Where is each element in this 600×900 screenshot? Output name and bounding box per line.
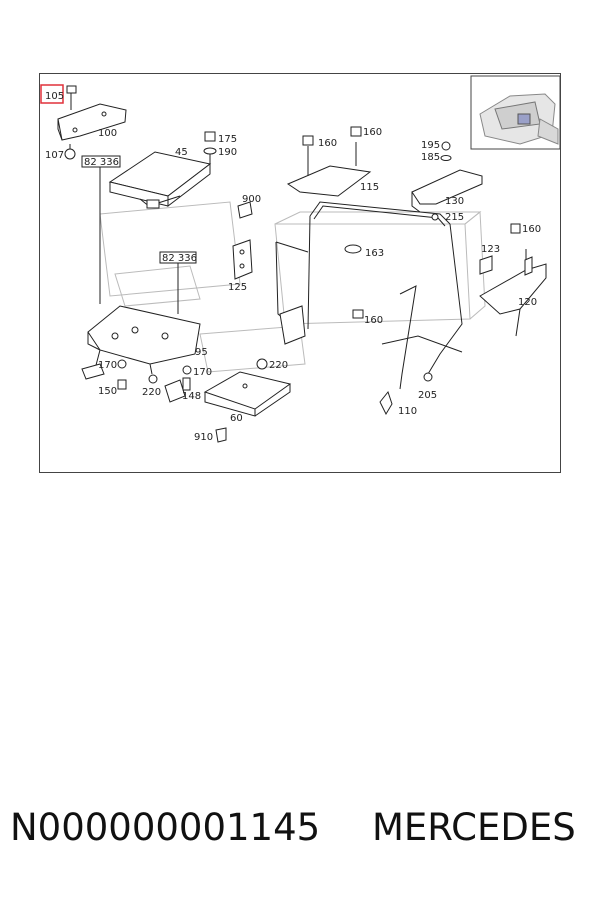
washer-185 xyxy=(440,155,452,161)
callout-120: 120 xyxy=(518,297,537,308)
nut-107 xyxy=(64,144,76,160)
callout-900: 900 xyxy=(242,194,261,205)
battery-tray-95 xyxy=(81,305,201,403)
callout-110: 110 xyxy=(398,406,417,417)
screw-170-left xyxy=(117,359,127,369)
battery-frame-110 xyxy=(275,201,463,416)
screw-175 xyxy=(204,131,216,142)
control-module-45 xyxy=(108,151,212,209)
callout-910: 910 xyxy=(194,432,213,443)
callout-220-center: 220 xyxy=(269,360,288,371)
reference-82336-b xyxy=(159,251,197,314)
callout-160-d: 160 xyxy=(522,224,541,235)
callout-125: 125 xyxy=(228,282,247,293)
callout-185: 185 xyxy=(421,152,440,163)
callout-82336-b: 82 336 xyxy=(162,253,197,264)
callout-160-a: 160 xyxy=(318,138,337,149)
callout-170-right: 170 xyxy=(193,367,212,378)
washer-190 xyxy=(203,147,217,174)
screw-170-right xyxy=(182,365,192,375)
callout-205: 205 xyxy=(418,390,437,401)
brand-name: MERCEDES xyxy=(372,806,576,849)
callout-160-c: 160 xyxy=(364,315,383,326)
callout-105: 105 xyxy=(45,91,64,102)
bracket-60 xyxy=(203,371,292,417)
callout-45: 45 xyxy=(175,147,188,158)
callout-150: 150 xyxy=(98,386,117,397)
connector-910 xyxy=(215,427,227,443)
bolt-150 xyxy=(117,379,127,390)
callout-100: 100 xyxy=(98,128,117,139)
nut-220-center xyxy=(256,358,268,370)
callout-95: 95 xyxy=(195,347,208,358)
callout-148: 148 xyxy=(182,391,201,402)
callout-190: 190 xyxy=(218,147,237,158)
washer-163 xyxy=(344,244,362,254)
bolt-160-c xyxy=(352,309,364,319)
callout-160-b: 160 xyxy=(363,127,382,138)
callout-195: 195 xyxy=(421,140,440,151)
bracket-130 xyxy=(411,169,483,221)
bolt-105 xyxy=(40,84,77,104)
callout-123: 123 xyxy=(481,244,500,255)
highlight-box xyxy=(40,84,64,104)
callout-82336-a: 82 336 xyxy=(84,157,119,168)
pad-123 xyxy=(479,255,493,275)
callout-107: 107 xyxy=(45,150,64,161)
exploded-view-drawing: 105 100 107 82 336 45 175 190 900 82 336… xyxy=(40,75,561,443)
nut-205 xyxy=(423,372,433,382)
bolt-160-a xyxy=(302,135,314,146)
bracket-100 xyxy=(57,89,127,141)
clip-900 xyxy=(237,201,253,219)
cover-115 xyxy=(286,142,372,197)
part-number: N000000001145 xyxy=(10,806,321,849)
plate-125 xyxy=(232,239,253,280)
callout-115: 115 xyxy=(360,182,379,193)
callout-60: 60 xyxy=(230,413,243,424)
reference-82336-a xyxy=(81,155,121,304)
callout-215: 215 xyxy=(445,212,464,223)
vehicle-inset-thumbnail xyxy=(470,75,561,150)
bolt-160-b xyxy=(350,126,362,137)
callout-175: 175 xyxy=(218,134,237,145)
bolt-148 xyxy=(182,377,191,391)
callout-163: 163 xyxy=(365,248,384,259)
nut-195 xyxy=(441,141,451,151)
callout-220-left: 220 xyxy=(142,387,161,398)
callout-130: 130 xyxy=(445,196,464,207)
nut-220-left xyxy=(148,374,158,384)
bolt-160-d xyxy=(510,223,521,234)
bracket-120 xyxy=(479,249,547,337)
battery-ghost-outline xyxy=(99,201,486,373)
callout-170-left: 170 xyxy=(98,360,117,371)
parts-diagram: 105 100 107 82 336 45 175 190 900 82 336… xyxy=(39,73,561,473)
